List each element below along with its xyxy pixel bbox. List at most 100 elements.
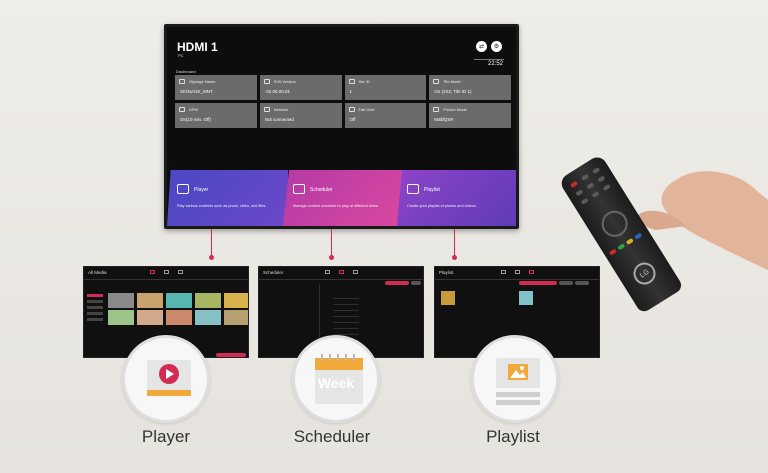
media-item[interactable] — [195, 310, 221, 325]
remote-button[interactable] — [575, 189, 584, 197]
power-button[interactable] — [570, 180, 579, 188]
tile-value: On (2X2, Tile ID 1) — [434, 89, 472, 94]
software-icon — [263, 79, 270, 84]
input-source-title: HDMI 1 — [177, 40, 218, 54]
tile-sw-version[interactable]: S/W Version-32.00.00.01 — [259, 75, 342, 100]
scheduler-tab-icon — [164, 270, 169, 274]
media-item[interactable] — [166, 293, 192, 308]
playlist-icon — [407, 184, 419, 194]
tile-label: Tile Mode — [443, 79, 461, 84]
scheduler-tab-icon — [515, 270, 520, 274]
playlist-panel[interactable]: Playlist Create your playlist of photos … — [397, 170, 516, 226]
remote-button[interactable] — [592, 167, 601, 175]
media-item[interactable] — [108, 310, 134, 325]
divider — [435, 279, 599, 280]
option-button[interactable] — [575, 281, 589, 285]
connector-line-playlist — [454, 229, 455, 257]
option-button[interactable] — [559, 281, 573, 285]
remote-button[interactable] — [602, 183, 611, 192]
tile-value: Mall/QSR — [434, 117, 454, 122]
input-source-subtitle: PC — [178, 53, 184, 58]
red-button[interactable] — [608, 248, 617, 256]
thumbnail-tabs — [325, 270, 358, 274]
settings-icon[interactable]: ⚙ — [491, 41, 502, 52]
player-tab-icon — [150, 270, 155, 274]
lg-logo: LG — [629, 258, 660, 289]
create-playlist-button[interactable] — [519, 281, 557, 285]
app-launcher-panels: Player Play various contents such as pho… — [167, 170, 516, 226]
tile-value: SIGNAGE_MNT — [180, 89, 213, 94]
yellow-button[interactable] — [625, 237, 634, 246]
media-item[interactable] — [166, 310, 192, 325]
add-schedule-button[interactable] — [385, 281, 409, 285]
divider — [84, 279, 248, 280]
id-icon — [348, 79, 355, 84]
tile-value: On(10 min. Off) — [180, 117, 211, 122]
scheduler-panel[interactable]: Scheduler Manage content schedule to pla… — [283, 170, 403, 226]
media-item[interactable] — [224, 293, 248, 308]
network-icon — [263, 107, 270, 112]
calendar-icon — [315, 354, 363, 404]
green-button[interactable] — [617, 243, 626, 251]
top-right-controls: ⇄ ⚙ — [476, 41, 502, 52]
tile-value: Off — [349, 117, 356, 122]
player-tab-icon — [325, 270, 330, 274]
player-tab-icon — [501, 270, 506, 274]
panel-description: Create your playlist of photos and video… — [407, 204, 477, 208]
connector-line-player — [211, 229, 212, 257]
remote-button[interactable] — [580, 197, 589, 205]
blue-button[interactable] — [634, 232, 643, 240]
navigation-ring[interactable] — [596, 205, 633, 242]
tile-tile-mode[interactable]: Tile Mode On (2X2, Tile ID 1) — [429, 75, 511, 100]
tile-value: -32.00.00.01 — [264, 89, 291, 94]
input-icon[interactable]: ⇄ — [476, 41, 487, 52]
remote-button[interactable] — [586, 182, 595, 190]
grid-icon — [433, 79, 440, 84]
media-item[interactable] — [224, 310, 248, 325]
player-caption: Player — [141, 427, 191, 446]
media-item[interactable] — [137, 310, 163, 325]
playlist-item-thumb[interactable] — [441, 291, 455, 305]
panel-title: Playlist — [424, 187, 440, 193]
remote-button[interactable] — [597, 175, 606, 183]
media-item[interactable] — [137, 293, 163, 308]
scheduler-caption: Scheduler — [293, 427, 371, 446]
tile-label: Network — [273, 107, 289, 112]
tag-icon — [179, 79, 185, 84]
signage-dashboard-screen: HDMI 1 PC ⇄ ⚙ 22:52 Dashboard Signage Na… — [167, 27, 516, 226]
thumbnail-title: Playlist — [439, 270, 454, 275]
picture-icon — [433, 107, 440, 112]
settings-tab-icon — [178, 270, 183, 274]
remote-button[interactable] — [581, 173, 590, 181]
media-item[interactable] — [108, 293, 134, 308]
divider — [259, 279, 423, 280]
connector-dot-playlist — [452, 255, 457, 260]
scheduler-icon — [293, 184, 305, 194]
action-button[interactable] — [216, 353, 246, 357]
scheduler-feature-circle: Week — [292, 335, 380, 423]
panel-title: Scheduler — [310, 187, 333, 193]
schedule-list — [333, 293, 359, 341]
thumbnail-title: All Media — [88, 270, 107, 275]
media-item[interactable] — [195, 293, 221, 308]
media-grid — [108, 293, 248, 325]
tile-value: 1 — [349, 89, 353, 94]
player-panel[interactable]: Player Play various contents such as pho… — [167, 170, 288, 226]
connector-line-scheduler — [331, 229, 332, 257]
connector-dot-player — [209, 255, 214, 260]
playlist-icon — [496, 358, 540, 405]
tv-display: HDMI 1 PC ⇄ ⚙ 22:52 Dashboard Signage Na… — [164, 24, 519, 229]
playlist-item-thumb[interactable] — [519, 291, 533, 305]
connector-dot-scheduler — [329, 255, 334, 260]
more-button[interactable] — [411, 281, 421, 285]
remote-button[interactable] — [591, 190, 600, 198]
panel-description: Play various contents such as photo, vid… — [177, 204, 267, 208]
failover-icon — [348, 107, 355, 112]
